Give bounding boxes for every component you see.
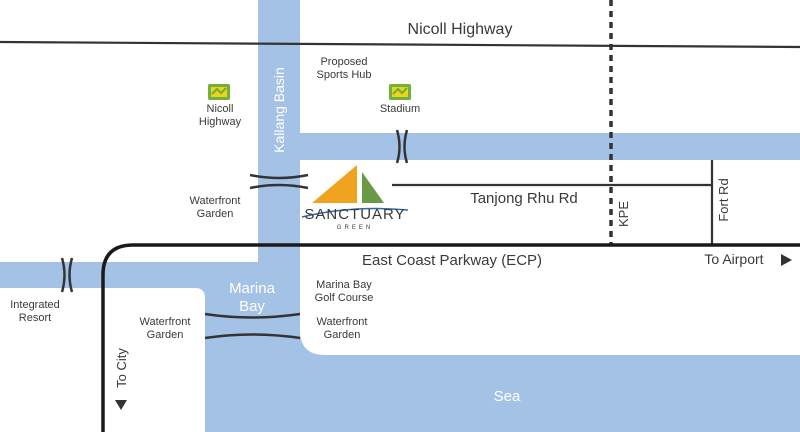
kpe-label: KPE — [616, 201, 631, 227]
to-city-label: To City — [114, 348, 129, 388]
stadium-label: Stadium — [380, 103, 420, 115]
sail-green — [362, 172, 384, 203]
bridge-stadium — [395, 129, 409, 164]
waterfront-garden-top-label-1: Waterfront — [190, 195, 241, 207]
sail-orange — [312, 165, 357, 203]
logo-sub: GREEN — [337, 225, 373, 231]
bridge-marina-top — [204, 312, 301, 319]
golf-course-label-1: Marina Bay — [316, 279, 372, 291]
nicoll-station-label-1: Nicoll — [207, 103, 234, 115]
arrow-down-icon — [115, 400, 127, 410]
arrow-right-icon — [781, 254, 792, 266]
marina-bay-water — [195, 288, 800, 432]
bridge-kallang — [249, 173, 309, 190]
waterfront-garden-right-label-2: Garden — [324, 329, 361, 341]
nicoll-highway-road — [0, 40, 800, 49]
fort-rd-label: Fort Rd — [716, 178, 731, 221]
waterfront-garden-top-label-2: Garden — [197, 208, 234, 220]
waterfront-garden-left-label-2: Garden — [147, 329, 184, 341]
proposed-label-1: Proposed — [320, 56, 367, 68]
mrt-station-icon — [389, 84, 411, 100]
marina-bay-label-2: Bay — [239, 298, 265, 315]
kallang-river-east — [258, 133, 800, 160]
to-airport-label: To Airport — [704, 251, 763, 267]
bridges — [60, 129, 409, 340]
logo-name: SANCTUARY — [304, 206, 405, 223]
nicoll-highway-label: Nicoll Highway — [408, 21, 513, 38]
logo-swoosh — [301, 207, 409, 218]
ecp-label: East Coast Parkway (ECP) — [362, 252, 542, 269]
ecp-road — [101, 243, 800, 432]
waterfront-garden-right-label-1: Waterfront — [317, 316, 368, 328]
sanctuary-green-logo: SANCTUARY GREEN — [301, 165, 409, 231]
bridge-marina-bottom — [204, 333, 301, 340]
proposed-label-2: Sports Hub — [316, 69, 371, 81]
integrated-resort-label-2: Resort — [19, 312, 51, 324]
integrated-resort-label-1: Integrated — [10, 299, 60, 311]
sea-label: Sea — [494, 388, 521, 405]
golf-course-label-2: Golf Course — [315, 292, 374, 304]
bridge-west-river — [60, 257, 74, 293]
mrt-station-icon — [208, 84, 230, 100]
kallang-basin-label: Kallang Basin — [271, 67, 287, 153]
nicoll-station-label-2: Highway — [199, 116, 242, 128]
tanjong-rhu-label: Tanjong Rhu Rd — [470, 190, 578, 207]
river-west — [0, 262, 300, 288]
marina-bay-label-1: Marina — [229, 280, 276, 297]
waterfront-garden-left-label-1: Waterfront — [140, 316, 191, 328]
